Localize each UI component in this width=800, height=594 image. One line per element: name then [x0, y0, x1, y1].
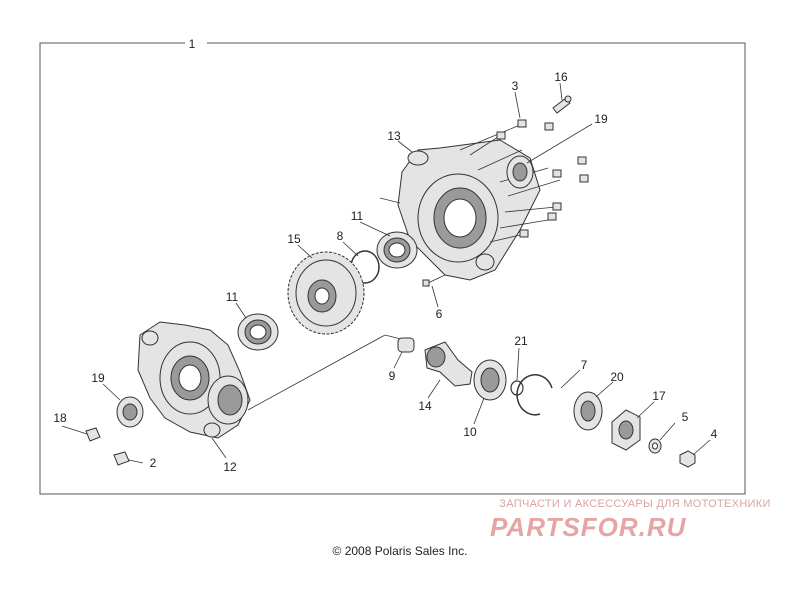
washer-part-5: [648, 438, 662, 454]
callout-5: 5: [682, 410, 689, 424]
callout-11: 11: [351, 209, 364, 223]
ring-gear-part-15: [287, 251, 365, 335]
callout-20: 20: [610, 370, 624, 384]
nut-part-4: [679, 450, 696, 468]
copyright-text: © 2008 Polaris Sales Inc.: [332, 544, 468, 558]
snap-ring-part-7: [516, 374, 553, 416]
callout-4: 4: [711, 427, 718, 441]
assembly-label: 1: [189, 37, 196, 51]
callout-13: 13: [387, 129, 401, 143]
seal-part-20: [573, 391, 603, 431]
callout-8: 8: [337, 229, 344, 243]
callout-3: 3: [512, 79, 519, 93]
pinion-gear-part-14: [424, 341, 473, 387]
leader-lines: [102, 82, 711, 459]
assembly-frame: [39, 42, 746, 495]
callout-11: 11: [226, 290, 239, 304]
seal-part-19-upper: [506, 155, 534, 189]
bearing-part-10: [473, 359, 507, 401]
callout-14: 14: [418, 399, 432, 413]
callout-2: 2: [150, 456, 157, 470]
callout-17: 17: [652, 389, 666, 403]
flange-part-17: [611, 409, 641, 451]
callout-18: 18: [53, 411, 67, 425]
dowel-pin-part-6: [379, 197, 446, 287]
breather-part-16: [552, 95, 572, 114]
callout-19: 19: [91, 371, 105, 385]
callout-12: 12: [223, 460, 237, 474]
callout-16: 16: [554, 70, 568, 84]
callout-19: 19: [594, 112, 608, 126]
plug-part-2: [113, 451, 144, 466]
bearing-part-11-lower: [237, 313, 279, 351]
callout-6: 6: [436, 307, 443, 321]
callout-21: 21: [514, 334, 528, 348]
axis-line: [247, 334, 406, 411]
main-housing-part-12: [137, 321, 251, 439]
bearing-part-11-upper: [376, 231, 418, 269]
watermark-text: ЗАПЧАСТИ И АКСЕССУАРЫ ДЛЯ МОТОТЕХНИКИ: [499, 498, 771, 510]
seal-part-19-lower: [116, 396, 144, 428]
watermark-logo: PARTSFOR.RU: [490, 512, 687, 542]
callout-7: 7: [581, 358, 588, 372]
callouts: 3 16 19 13 11 8 15 6 11 21 7 9 20 17 14 …: [53, 70, 717, 474]
bushing-part-9: [397, 337, 415, 353]
plug-part-18: [61, 425, 101, 442]
callout-10: 10: [463, 425, 477, 439]
housing-cover-part-13: [397, 139, 541, 281]
callout-15: 15: [287, 232, 301, 246]
callout-9: 9: [389, 369, 396, 383]
